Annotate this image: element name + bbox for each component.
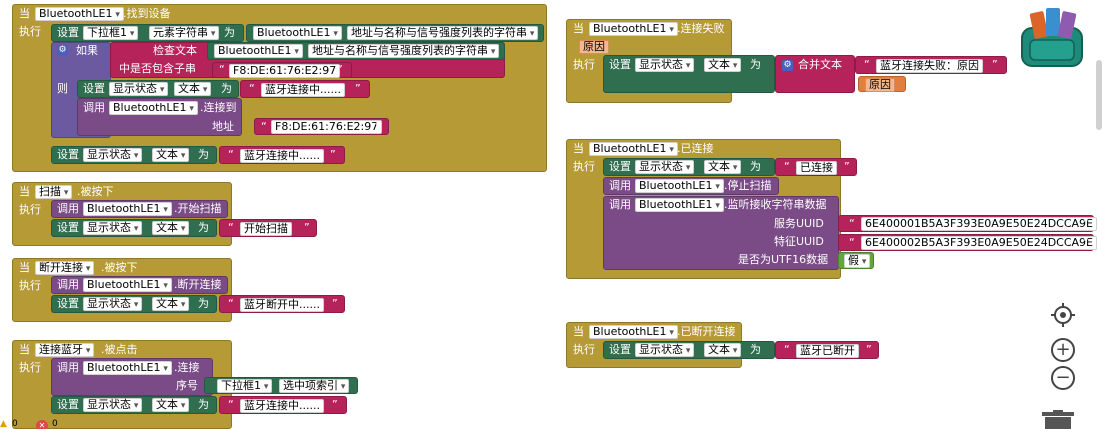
call-connect-block[interactable]: 调用 BluetoothLE1 .连接 序号 [51,358,213,396]
setter-block-scan-status[interactable]: 设置 显示状态 文本 为 [51,219,217,237]
warning-icon: ▲ [0,419,7,429]
call-component-dropdown[interactable]: BluetoothLE1 [109,101,198,115]
contains-label: 中是否包含子串 [119,62,196,75]
event-name: .找到设备 [123,7,171,20]
connect-string-block[interactable]: “ 蓝牙连接中...... ” [219,396,347,414]
join-text-block[interactable]: ⚙ 合并文本 [775,55,855,93]
set-label: 设置 [57,26,79,39]
disconnecting-string-block[interactable]: “ 蓝牙断开中...... ” [219,295,345,313]
component-dropdown[interactable]: BluetoothLE1 [35,7,124,21]
connecting-string-block-2[interactable]: “ 蓝牙连接中...... ” [219,146,345,164]
connected-string-block[interactable]: “ 已连接 ” [775,158,857,176]
setter-block-list-elements[interactable]: 设置 下拉框1 元素字符串 为 [51,24,244,42]
setter-block-disconnected-status[interactable]: 设置 显示状态 文本 为 [603,341,775,359]
check-component-dropdown[interactable]: BluetoothLE1 [214,44,303,58]
setter-block-status-2[interactable]: 设置 显示状态 文本 为 [51,146,217,164]
trash-icon[interactable] [1042,410,1074,429]
index-label: 序号 [176,379,198,392]
setter-block-connect-status[interactable]: 设置 显示状态 文本 为 [51,396,217,414]
mac-string[interactable]: F8:DE:61:76:E2:97 [229,64,341,78]
setter-block-status-1[interactable]: 设置 显示状态 文本 为 [77,80,239,98]
address-string-block[interactable]: “ F8:DE:61:76:E2:97 ” [254,118,389,135]
status-property-dropdown[interactable]: 文本 [174,82,212,96]
join-gear-icon[interactable]: ⚙ [782,60,793,71]
connect-component-dropdown[interactable]: 连接蓝牙 [35,343,95,357]
setter-block-connected-status[interactable]: 设置 显示状态 文本 为 [603,158,775,176]
error-icon: ✕ [36,420,48,429]
check-text-label: 检查文本 [153,44,197,57]
getter-block-device-list-2[interactable]: BluetoothLE1 地址与名称与信号强度列表的字符串 [207,42,505,60]
to-label: 为 [224,26,235,39]
call-disconnect-block[interactable]: 调用 BluetoothLE1 .断开连接 [51,276,228,294]
status-component-dropdown-2[interactable]: 显示状态 [83,148,143,162]
connecting-string[interactable]: 蓝牙连接中...... [261,83,345,97]
do-label: 执行 [19,25,41,38]
scan-call-component-dropdown[interactable]: BluetoothLE1 [83,202,172,216]
then-label: 则 [57,82,68,95]
status-component-dropdown[interactable]: 显示状态 [109,82,169,96]
mac-string-block[interactable]: “ F8:DE:61:76:E2:97 ” [212,62,352,78]
false-dropdown[interactable]: 假 [844,254,871,268]
scan-string-block[interactable]: “ 开始扫描 ” [219,219,317,237]
scrollbar[interactable] [1096,60,1102,130]
scan-component-dropdown[interactable]: 扫描 [35,185,73,199]
call-start-scan-block[interactable]: 调用 BluetoothLE1 .开始扫描 [51,200,228,218]
service-uuid-string-block[interactable]: “ 6E400001B5A3F393E0A9E50E24DCCA9E ” [838,215,1098,232]
failed-string-block[interactable]: “ 蓝牙连接失败：原因 ” [855,56,1007,74]
connecting-string-block[interactable]: “ 蓝牙连接中...... ” [240,80,370,98]
error-indicator[interactable]: ✕ 0 [36,419,66,429]
service-uuid-label: 服务UUID [774,217,824,230]
call-connect-to-block[interactable]: 调用 BluetoothLE1 .连接到 地址 [77,98,242,136]
call-register-string-block[interactable]: 调用 BluetoothLE1 .监听接收字符串数据 服务UUID 特征UUID… [603,196,839,270]
status-property-dropdown-2[interactable]: 文本 [152,148,190,162]
set-property-dropdown[interactable]: 元素字符串 [149,26,220,40]
zoom-out-icon[interactable]: − [1051,366,1075,390]
check-property-dropdown[interactable]: 地址与名称与信号强度列表的字符串 [308,44,500,58]
getter-property-dropdown[interactable]: 地址与名称与信号强度列表的字符串 [347,26,539,40]
characteristic-uuid-label: 特征UUID [774,235,824,248]
characteristic-uuid-string-block[interactable]: “ 6E400002B5A3F393E0A9E50E24DCCA9E ” [838,234,1098,251]
call-stop-scan-block[interactable]: 调用 BluetoothLE1 .停止扫描 [603,177,779,195]
if-label: 如果 [76,44,98,57]
when-label: 当 [19,7,30,20]
setter-block-disconnect-status[interactable]: 设置 显示状态 文本 为 [51,295,217,313]
false-logic-block[interactable]: 假 [838,252,874,269]
disconnect-component-dropdown[interactable]: 断开连接 [35,261,95,275]
param-reason-getter[interactable]: 原因 [858,76,906,92]
zoom-in-icon[interactable]: + [1051,338,1075,362]
warning-indicator[interactable]: ▲ 0 [0,419,18,429]
getter-selected-index-block[interactable]: 下拉框1 选中项索引 [204,377,358,394]
address-string[interactable]: F8:DE:61:76:E2:97 [271,120,383,134]
setter-block-failed-status[interactable]: 设置 显示状态 文本 为 [603,55,775,93]
param-reason[interactable]: 原因 [579,40,609,54]
utf16-label: 是否为UTF16数据 [738,253,829,266]
backpack-icon[interactable] [1018,6,1086,72]
disconnected-string-block[interactable]: “ 蓝牙已断开 ” [775,341,879,359]
recenter-target-icon[interactable] [1051,303,1075,327]
method-name: .连接到 [200,101,237,114]
mutator-gear-icon[interactable]: ⚙ [57,45,68,56]
getter-component-dropdown[interactable]: BluetoothLE1 [253,26,342,40]
getter-block-device-list[interactable]: BluetoothLE1 地址与名称与信号强度列表的字符串 [246,24,544,42]
address-label: 地址 [212,120,234,133]
set-component-dropdown[interactable]: 下拉框1 [83,26,139,40]
connecting-string-2[interactable]: 蓝牙连接中...... [240,149,324,163]
